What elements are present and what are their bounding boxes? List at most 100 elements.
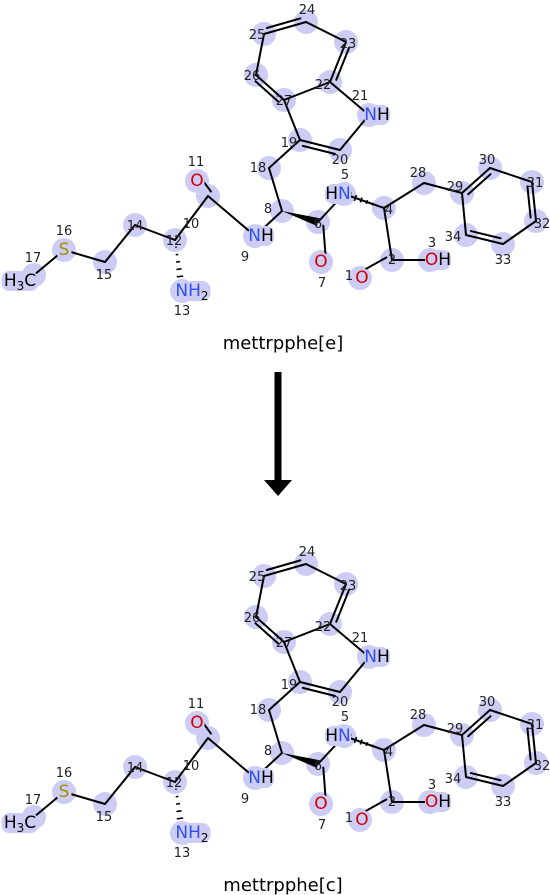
atom-number: 11 bbox=[188, 697, 205, 712]
atom-number: 31 bbox=[527, 176, 544, 191]
atom-number: 18 bbox=[250, 703, 267, 718]
hash-bond-segment bbox=[371, 744, 374, 748]
atom-label-s16: S bbox=[59, 782, 70, 802]
atom-label-o7: O bbox=[314, 794, 327, 814]
atom-number: 2 bbox=[388, 253, 396, 268]
bond-4-2 bbox=[383, 207, 393, 261]
hash-bond-segment bbox=[359, 197, 363, 203]
atom-label-background bbox=[173, 281, 211, 301]
atom-number: 5 bbox=[341, 168, 349, 183]
bond-15-14 bbox=[104, 224, 136, 263]
atom-number: 34 bbox=[445, 230, 462, 245]
atom-number: 12 bbox=[166, 234, 183, 249]
atom-number: 2 bbox=[388, 795, 396, 810]
atom-number: 21 bbox=[352, 89, 369, 104]
atom-number: 9 bbox=[241, 792, 249, 807]
atom-number: 25 bbox=[249, 28, 266, 43]
atom-number: 10 bbox=[183, 217, 200, 232]
atom-number: 34 bbox=[445, 772, 462, 787]
atom-number: 29 bbox=[447, 180, 464, 195]
atom-number: 13 bbox=[174, 846, 191, 861]
atom-label-background bbox=[248, 226, 274, 246]
atom-number: 21 bbox=[352, 631, 369, 646]
atom-label-background bbox=[325, 726, 351, 746]
bond-12-10 bbox=[174, 195, 209, 241]
bond-32-33 bbox=[502, 762, 537, 787]
bond-33-34 bbox=[465, 234, 504, 245]
hash-bond-segment bbox=[371, 202, 374, 206]
wedge-bond-8-6 bbox=[282, 211, 320, 226]
hash-bond-segment bbox=[353, 736, 358, 744]
atom-number: 33 bbox=[495, 253, 512, 268]
bond-20-21 bbox=[339, 114, 370, 151]
bond-4-28 bbox=[383, 724, 425, 751]
atom-number: 23 bbox=[340, 37, 357, 52]
atom-label-o11: O bbox=[190, 713, 203, 733]
bond-31-32 bbox=[531, 723, 537, 764]
hash-bond-segment bbox=[176, 268, 182, 271]
molecule-name-substrate: mettrpphe[e] bbox=[223, 333, 344, 354]
bond-27-19 bbox=[283, 641, 301, 683]
atom-number: 30 bbox=[479, 695, 496, 710]
atom-number: 4 bbox=[385, 203, 393, 218]
bond-21-22 bbox=[329, 81, 370, 116]
atom-label-n21: NH bbox=[364, 105, 390, 125]
bond-22-23 bbox=[329, 41, 347, 83]
atom-label-background bbox=[248, 768, 274, 788]
wedge-bond-8-6 bbox=[282, 753, 320, 768]
atom-label-n5: HN bbox=[325, 184, 351, 204]
double-bond-22-23 bbox=[335, 588, 351, 623]
double-bond-31-32 bbox=[526, 727, 532, 761]
atom-label-background bbox=[313, 252, 329, 272]
atom-number: 3 bbox=[428, 236, 436, 251]
atom-label-background bbox=[354, 810, 370, 830]
atom-number: 20 bbox=[332, 153, 349, 168]
atom-number: 25 bbox=[249, 570, 266, 585]
hash-bond-segment bbox=[176, 817, 184, 820]
atom-label-background bbox=[173, 823, 211, 843]
bond-15-14 bbox=[104, 766, 136, 805]
atom-label-background bbox=[364, 105, 390, 125]
atom-number: 19 bbox=[281, 136, 298, 151]
atom-number: 13 bbox=[174, 304, 191, 319]
bond-19-20 bbox=[299, 681, 341, 693]
bond-21-22 bbox=[329, 623, 370, 658]
atom-number: 16 bbox=[56, 224, 73, 239]
atom-label-background bbox=[56, 782, 72, 802]
atom-label-background bbox=[425, 250, 451, 270]
atom-number: 26 bbox=[244, 611, 261, 626]
bond-14-12 bbox=[134, 224, 176, 241]
bond-29-30 bbox=[461, 709, 491, 736]
bond-20-21 bbox=[339, 656, 370, 693]
atom-number: 33 bbox=[495, 795, 512, 810]
atom-number: 19 bbox=[281, 678, 298, 693]
molecule-name-product: mettrpphe[c] bbox=[223, 875, 342, 895]
bond-29-30 bbox=[461, 167, 491, 194]
atom-label-o1: O bbox=[355, 810, 368, 830]
bond-18-19 bbox=[268, 139, 301, 169]
bond-25-26 bbox=[255, 575, 265, 618]
atom-number: 4 bbox=[385, 745, 393, 760]
double-bond-6-7 bbox=[322, 766, 327, 801]
atom-number: 32 bbox=[534, 217, 550, 232]
atom-number: 12 bbox=[166, 776, 183, 791]
atom-label-o7: O bbox=[314, 252, 327, 272]
bond-24-25 bbox=[263, 563, 307, 577]
atom-label-background bbox=[189, 171, 205, 191]
atom-number: 11 bbox=[188, 155, 205, 170]
atom-label-c17: H3C bbox=[4, 271, 36, 293]
atom-number: 28 bbox=[410, 708, 427, 723]
atom-label-o3: OH bbox=[425, 250, 451, 270]
hash-bond-segment bbox=[359, 739, 363, 745]
bond-18-19 bbox=[268, 681, 301, 711]
atom-number: 22 bbox=[315, 78, 332, 93]
hash-bond-segment bbox=[365, 199, 369, 205]
atom-number: 18 bbox=[250, 161, 267, 176]
bond-4-2 bbox=[383, 749, 393, 803]
bond-34-29 bbox=[461, 734, 467, 778]
atom-label-o3: OH bbox=[425, 792, 451, 812]
atom-number: 10 bbox=[183, 759, 200, 774]
atom-number: 17 bbox=[25, 793, 42, 808]
hash-bond-segment bbox=[365, 741, 369, 747]
